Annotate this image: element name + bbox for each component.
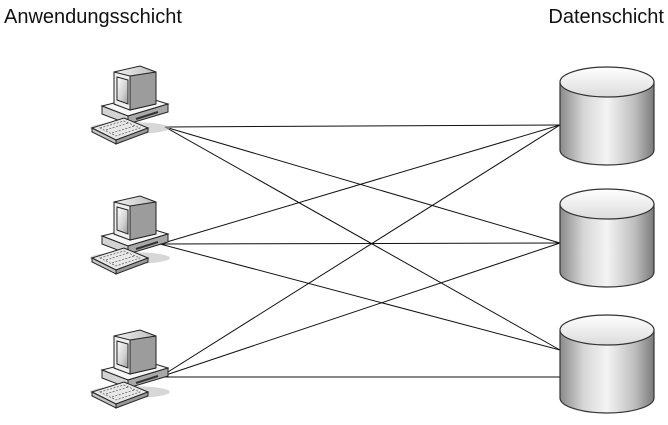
connection-line [164, 126, 561, 244]
application-layer-label: Anwendungsschicht [4, 6, 182, 28]
connection-lines [159, 124, 561, 378]
connection-line [159, 124, 561, 245]
connection-line [159, 242, 561, 378]
connection-line [164, 126, 561, 351]
data-layer-label: Datenschicht [548, 6, 664, 28]
connection-line [164, 124, 561, 128]
connection-line [159, 243, 561, 351]
database-cylinder-icon [559, 314, 655, 414]
connection-line [159, 124, 561, 378]
desktop-computer-icon [89, 195, 171, 275]
database-cylinder-icon [559, 66, 655, 166]
connection-line [159, 242, 561, 245]
desktop-computer-icon [89, 329, 171, 409]
database-cylinder-icon [559, 188, 655, 288]
desktop-computer-icon [89, 65, 171, 145]
